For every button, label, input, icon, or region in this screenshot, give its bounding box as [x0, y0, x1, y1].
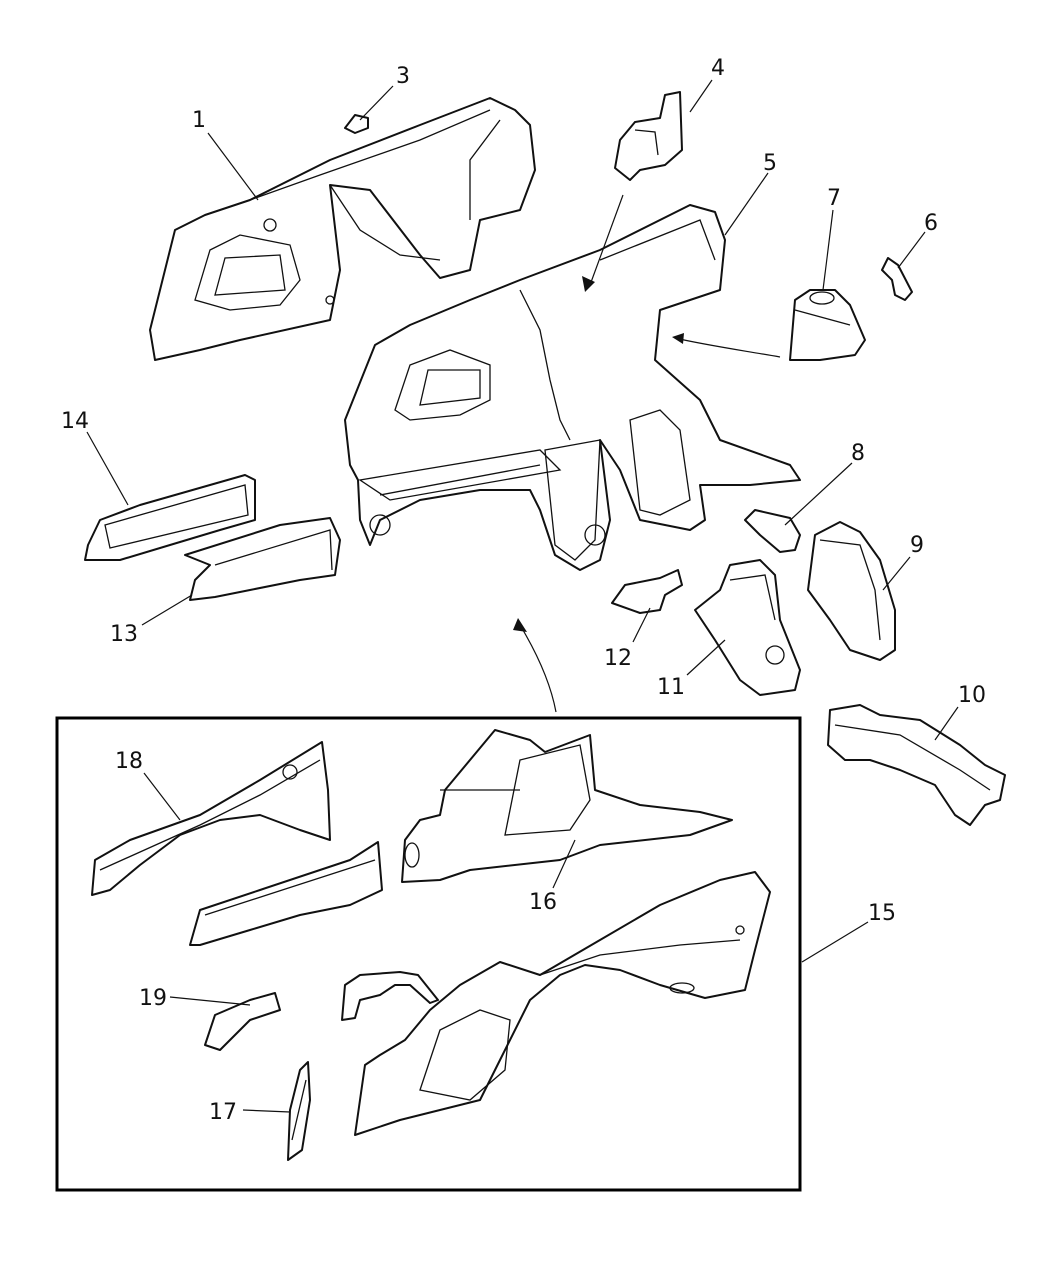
part-12-bracket [611, 569, 683, 614]
callout-3: 3 [396, 64, 410, 89]
part-11-rail [694, 559, 801, 696]
part-16-inner-panel [401, 729, 733, 883]
callout-7: 7 [827, 186, 841, 211]
arrow-4-to-main [582, 194, 624, 292]
part-3-bracket [344, 114, 369, 134]
part-7-strut-tower [789, 289, 866, 361]
part-inset-bracket [341, 971, 439, 1021]
callout-19: 19 [139, 986, 167, 1011]
inset-frame [55, 716, 802, 1192]
part-8-bracket [744, 509, 801, 553]
callout-5: 5 [763, 151, 777, 176]
part-5-main-structure [344, 204, 801, 571]
callout-14: 14 [61, 409, 89, 434]
callout-15: 15 [868, 901, 896, 926]
part-9-panel [807, 521, 896, 661]
arrow-7-to-main [672, 333, 781, 358]
part-6-bracket [881, 257, 913, 301]
part-19-bracket [204, 992, 281, 1051]
part-14-rail [84, 474, 256, 561]
part-1-wheelhouse [149, 97, 536, 361]
part-2-rail [189, 841, 383, 946]
callout-11: 11 [657, 675, 685, 700]
callouts: 1 3 4 5 7 6 14 8 9 13 12 11 10 18 16 15 … [61, 56, 986, 1125]
part-17-strip [287, 1061, 311, 1161]
callout-9: 9 [910, 533, 924, 558]
callout-17: 17 [209, 1100, 237, 1125]
callout-1: 1 [192, 108, 206, 133]
callout-8: 8 [851, 441, 865, 466]
part-15-wheelhouse [354, 871, 771, 1136]
callout-10: 10 [958, 683, 986, 708]
callout-16: 16 [529, 890, 557, 915]
callout-13: 13 [110, 622, 138, 647]
callout-12: 12 [604, 646, 632, 671]
part-18-apron [91, 741, 331, 896]
part-4-bracket [614, 91, 683, 181]
callout-18: 18 [115, 749, 143, 774]
arrow-15-to-main [513, 618, 557, 713]
leader-lines [86, 79, 959, 1113]
callout-4: 4 [711, 56, 725, 81]
callout-6: 6 [924, 211, 938, 236]
part-13-rail [184, 517, 341, 601]
part-10-crossmember [827, 704, 1006, 826]
